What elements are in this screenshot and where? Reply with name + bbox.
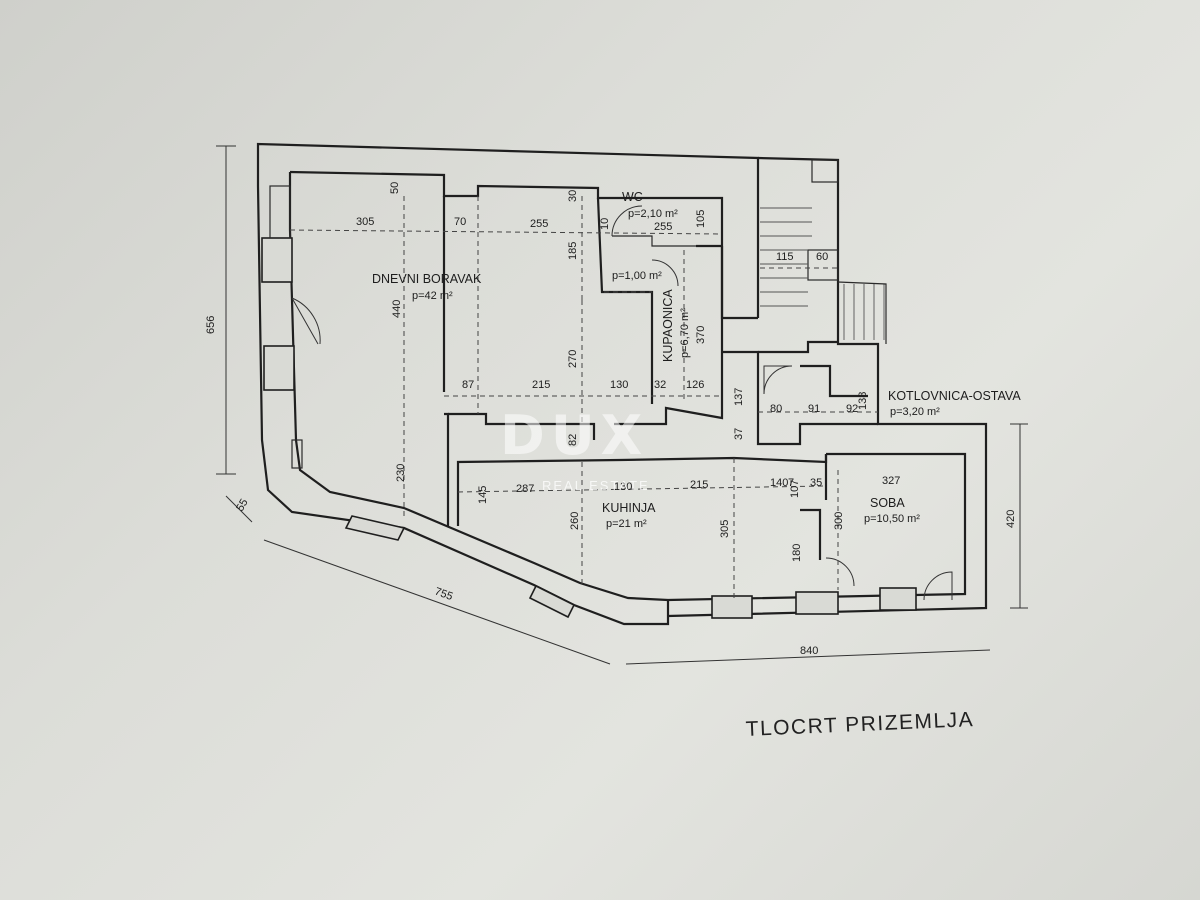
dim-60: 60 <box>816 251 828 263</box>
dim-80: 80 <box>770 403 782 415</box>
door-kotlovnica <box>763 365 793 395</box>
watermark: DUX REAL ESTATE <box>500 404 650 493</box>
dimension-labels: 656 755 840 420 55 305 70 255 50 30 10 2… <box>205 182 1017 657</box>
dim-30: 30 <box>567 190 579 202</box>
dim-91: 91 <box>808 403 820 415</box>
dim-305b: 305 <box>719 520 731 538</box>
room-area-soba: p=10,50 m² <box>864 513 920 525</box>
room-name-kupaonica: KUPAONICA <box>661 289 675 362</box>
dim-755: 755 <box>433 586 454 604</box>
room-name-wc: WC <box>622 190 643 204</box>
door-hall <box>651 259 679 287</box>
room-area-hall: p=1,00 m² <box>612 270 662 282</box>
dim-215b: 215 <box>690 479 708 491</box>
door-entrance <box>291 297 321 345</box>
room-name-dnevni-boravak: DNEVNI BORAVAK <box>372 272 482 286</box>
window-south-3 <box>711 595 753 619</box>
dim-287: 287 <box>516 483 534 495</box>
plan-title: TLOCRT PRIZEMLJA <box>745 708 974 741</box>
dim-138: 138 <box>857 392 869 410</box>
dim-140: 140 <box>770 477 788 489</box>
dim-126: 126 <box>686 379 704 391</box>
dim-215a: 215 <box>532 379 550 391</box>
window-south-2 <box>528 584 576 619</box>
dim-107: 107 <box>789 480 801 498</box>
dim-370: 370 <box>695 326 707 344</box>
room-name-soba: SOBA <box>870 496 905 510</box>
dim-180: 180 <box>791 544 803 562</box>
door-wc <box>611 205 643 237</box>
dim-145: 145 <box>477 486 489 504</box>
dim-32: 32 <box>654 379 666 391</box>
door-soba-terrace <box>923 571 953 601</box>
dim-840: 840 <box>800 645 818 657</box>
dim-137: 137 <box>733 388 745 406</box>
door-soba <box>825 557 855 587</box>
dim-105: 105 <box>695 210 707 228</box>
watermark-logo: DUX <box>500 404 648 467</box>
dim-260: 260 <box>569 512 581 530</box>
dim-255b: 255 <box>654 221 672 233</box>
dim-230: 230 <box>395 464 407 482</box>
windows <box>261 185 917 619</box>
dim-255a: 255 <box>530 218 548 230</box>
dim-7: 7 <box>788 477 794 489</box>
dim-420: 420 <box>1005 510 1017 528</box>
room-area-kupaonica: p=6,70 m² <box>679 308 691 358</box>
room-area-dnevni-boravak: p=42 m² <box>412 290 453 302</box>
dim-82: 82 <box>567 434 579 446</box>
room-name-kotlovnica: KOTLOVNICA-OSTAVA <box>888 389 1021 403</box>
dim-300: 300 <box>833 512 845 530</box>
dim-130a: 130 <box>610 379 628 391</box>
room-area-kuhinja: p=21 m² <box>606 518 647 530</box>
dim-327: 327 <box>882 475 900 487</box>
dim-87: 87 <box>462 379 474 391</box>
window-south-5 <box>879 587 917 611</box>
dim-10: 10 <box>599 218 611 230</box>
stairs <box>760 207 887 344</box>
dim-92: 92 <box>846 403 858 415</box>
watermark-subtitle: REAL ESTATE <box>542 478 650 493</box>
window-south-4 <box>795 591 839 615</box>
interior-walls <box>442 196 878 560</box>
dim-55: 55 <box>234 497 251 514</box>
room-area-wc: p=2,10 m² <box>628 208 678 220</box>
dim-37: 37 <box>733 428 745 440</box>
window-west-1 <box>261 237 293 283</box>
dim-50: 50 <box>389 182 401 194</box>
dim-115: 115 <box>776 251 794 263</box>
dim-270: 270 <box>567 350 579 368</box>
window-south-1 <box>344 515 406 541</box>
dim-70: 70 <box>454 216 466 228</box>
dimension-lines <box>216 145 1028 665</box>
dim-130b: 130 <box>614 481 632 493</box>
window-west-2 <box>263 345 295 391</box>
room-area-kotlovnica: p=3,20 m² <box>890 406 940 418</box>
dim-305: 305 <box>356 216 374 228</box>
dim-656: 656 <box>205 316 217 334</box>
room-labels: DNEVNI BORAVAK p=42 m² WC p=2,10 m² p=1,… <box>372 190 1021 530</box>
doors <box>291 205 953 601</box>
dim-185: 185 <box>567 242 579 260</box>
room-name-kuhinja: KUHINJA <box>602 501 656 515</box>
dim-440: 440 <box>391 300 403 318</box>
dim-35: 35 <box>810 477 822 489</box>
